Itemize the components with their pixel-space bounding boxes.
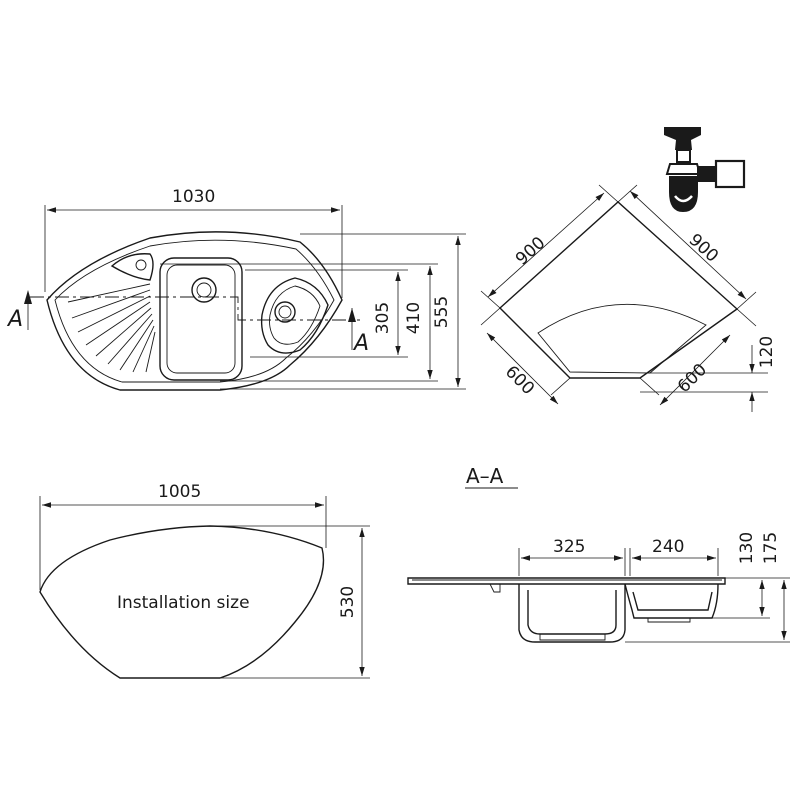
sink-inner-rim xyxy=(54,239,335,383)
front-left-dimension xyxy=(486,332,559,405)
section-line xyxy=(30,296,360,321)
install-width-value: 1005 xyxy=(158,482,201,502)
countertop-outline xyxy=(498,201,739,379)
installation-view: Installation size 1005 530 xyxy=(39,482,370,679)
section-w1-value: 325 xyxy=(553,537,585,557)
section-small-bowl xyxy=(624,583,719,619)
sink-cutout-outline xyxy=(537,303,707,374)
front-right-dimension xyxy=(659,334,731,406)
front-left-value: 600 xyxy=(501,362,538,399)
installation-cutout xyxy=(39,525,325,679)
side-right-value: 900 xyxy=(685,230,723,267)
side-right-dimension xyxy=(629,190,747,300)
front-right-value: 600 xyxy=(674,360,711,397)
side-left-dimension xyxy=(487,192,605,298)
section-title: A–A xyxy=(466,464,504,488)
corner-placement-view: 900 900 600 600 120 xyxy=(480,184,777,412)
h1-value: 305 xyxy=(373,302,393,334)
main-drain-icon xyxy=(191,277,217,303)
section-label-right: A xyxy=(352,331,369,356)
section-label-left: A xyxy=(6,307,23,332)
side-left-value: 900 xyxy=(512,233,550,270)
section-view: A–A 325 240 130 175 xyxy=(407,464,790,643)
siphon-icon xyxy=(664,127,746,212)
drainboard-ribs xyxy=(67,283,156,373)
section-w2-value: 240 xyxy=(652,537,684,557)
section-d1-value: 130 xyxy=(737,532,757,564)
sink-outline xyxy=(46,231,343,391)
width-value: 1030 xyxy=(172,187,215,207)
main-bowl xyxy=(159,257,243,381)
second-bowl xyxy=(260,277,329,354)
small-drain-icon xyxy=(135,259,147,271)
small-corner-bowl xyxy=(110,253,154,281)
section-large-bowl xyxy=(518,584,626,643)
h3-value: 555 xyxy=(432,296,452,328)
depth-value: 120 xyxy=(757,336,777,368)
installation-label: Installation size xyxy=(117,593,250,613)
section-rim xyxy=(407,577,726,585)
section-d2-value: 175 xyxy=(761,532,781,564)
second-drain-icon xyxy=(274,301,296,323)
install-height-value: 530 xyxy=(338,586,358,618)
h2-value: 410 xyxy=(404,302,424,334)
sink-top-view: A A 1030 305 410 555 xyxy=(6,187,466,391)
